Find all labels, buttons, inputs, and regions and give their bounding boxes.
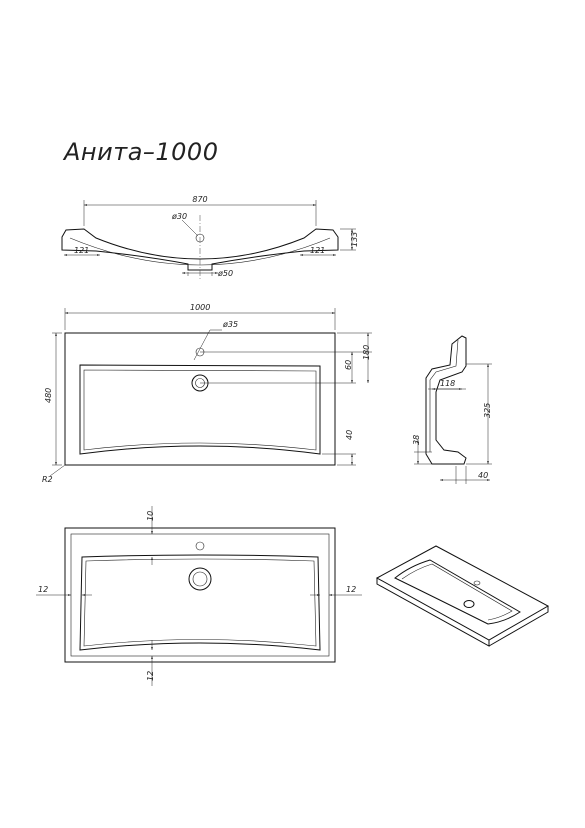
dim-118: 118: [440, 379, 455, 388]
dim-325: 325: [483, 403, 492, 418]
dim-r2: R2: [42, 475, 53, 484]
dim-121-right: 121: [310, 246, 325, 255]
dim-180: 180: [362, 345, 371, 360]
side-view: 118 325 38 40: [412, 335, 492, 484]
bottom-tap-hole: [195, 541, 205, 551]
bottom-drain: [188, 567, 212, 591]
section-outline: [61, 228, 339, 271]
isometric-view: [375, 545, 550, 647]
dim-870: 870: [192, 195, 207, 204]
dim-133: 133: [350, 232, 359, 247]
drawing-title: Анита–1000: [64, 138, 219, 166]
iso-tap-hole: [473, 580, 481, 586]
dim-121-left: 121: [74, 246, 89, 255]
iso-basin: [394, 559, 521, 625]
bottom-outline: [64, 527, 336, 663]
dim-12-right: 12: [346, 585, 356, 594]
plan-basin: [79, 364, 321, 455]
iso-top: [375, 545, 550, 641]
plan-outline: [64, 332, 336, 466]
dim-1000: 1000: [190, 303, 210, 312]
dim-10: 10: [146, 511, 155, 521]
dim-side-40: 40: [478, 471, 488, 480]
iso-drain: [463, 600, 475, 608]
dim-38: 38: [412, 435, 421, 445]
dim-drain-50: ø50: [217, 269, 233, 278]
side-outline: [425, 335, 467, 465]
plan-view: 1000 ø35 480 60 180 40 R2: [42, 303, 372, 484]
dim-hole-35: ø35: [222, 320, 238, 329]
iso-front: [376, 578, 490, 647]
section-view: 870 ø30 121 121 133 ø50: [61, 195, 359, 280]
dim-12-bottom: 12: [146, 671, 155, 681]
dim-40: 40: [345, 430, 354, 440]
dim-hole-30: ø30: [171, 212, 187, 221]
dim-480: 480: [44, 388, 53, 403]
bottom-view: 10 12 12 12: [36, 506, 362, 686]
dim-12-left: 12: [38, 585, 48, 594]
dim-60: 60: [344, 360, 353, 370]
bottom-basin: [79, 554, 321, 651]
iso-side: [488, 606, 549, 647]
